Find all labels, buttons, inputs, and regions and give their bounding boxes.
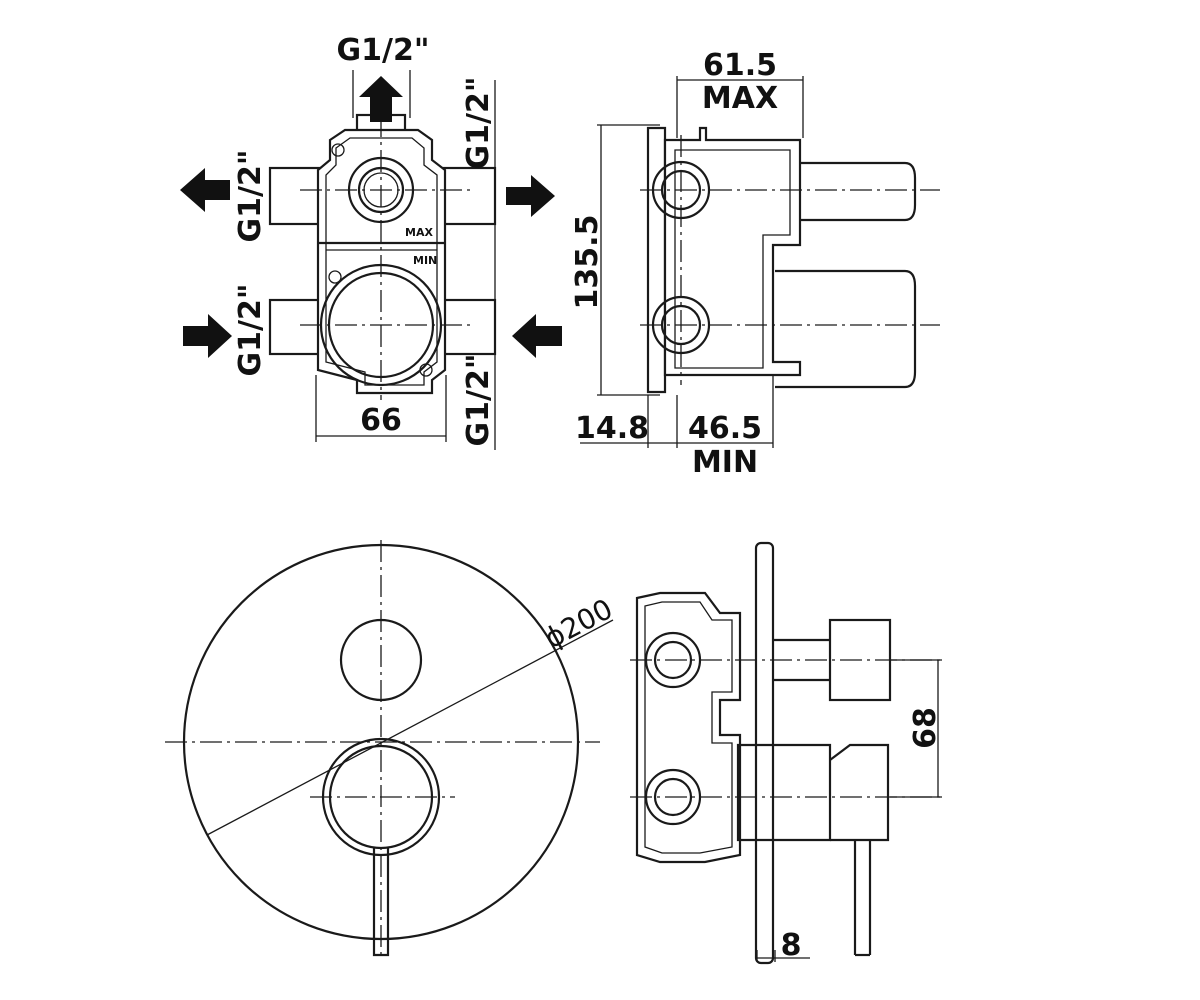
label-8: 8	[781, 928, 802, 963]
label-right-upper: G1/2"	[461, 77, 496, 170]
body-min-mark: MIN	[413, 254, 437, 267]
label-68: 68	[908, 707, 943, 749]
left-lower-stub	[268, 298, 322, 356]
assembly-dimensions	[756, 659, 942, 962]
label-left-upper: G1/2"	[233, 150, 268, 243]
side-body-outline	[663, 126, 802, 377]
label-14-8: 14.8	[575, 411, 649, 446]
arrow-right-inlet-icon	[512, 314, 562, 358]
label-right-lower: G1/2"	[461, 354, 496, 447]
label-61-5: 61.5	[703, 48, 777, 83]
left-upper-stub	[268, 166, 322, 226]
label-top-outlet: G1/2"	[337, 33, 430, 68]
valve-body-front-view: MAX MIN	[268, 80, 497, 400]
label-min: MIN	[692, 445, 758, 480]
assembly-valve-body	[635, 591, 742, 864]
arrow-left-inlet-icon	[183, 314, 232, 358]
label-46-5: 46.5	[688, 411, 762, 446]
side-view-dimensions	[580, 76, 804, 448]
label-135-5: 135.5	[570, 215, 605, 310]
label-left-lower: G1/2"	[233, 284, 268, 377]
right-lower-stub	[438, 298, 497, 356]
front-view-dimensions	[315, 70, 496, 450]
right-upper-stub	[438, 166, 497, 226]
label-diameter: ϕ200	[539, 592, 618, 655]
label-max: MAX	[702, 81, 778, 116]
diameter-line	[206, 619, 614, 836]
label-width-66: 66	[360, 403, 402, 438]
body-max-mark: MAX	[405, 226, 433, 239]
trim-plate-front-view	[165, 540, 614, 960]
flow-arrows	[180, 76, 562, 358]
assembly-side-view	[630, 541, 940, 965]
arrow-left-outlet-icon	[180, 168, 230, 212]
assembly-handle-body	[736, 743, 832, 842]
assembly-trim-plate	[754, 541, 775, 965]
arrow-right-outlet-icon	[506, 175, 555, 217]
valve-body-side-view	[640, 126, 940, 394]
arrow-up-icon	[359, 76, 403, 122]
